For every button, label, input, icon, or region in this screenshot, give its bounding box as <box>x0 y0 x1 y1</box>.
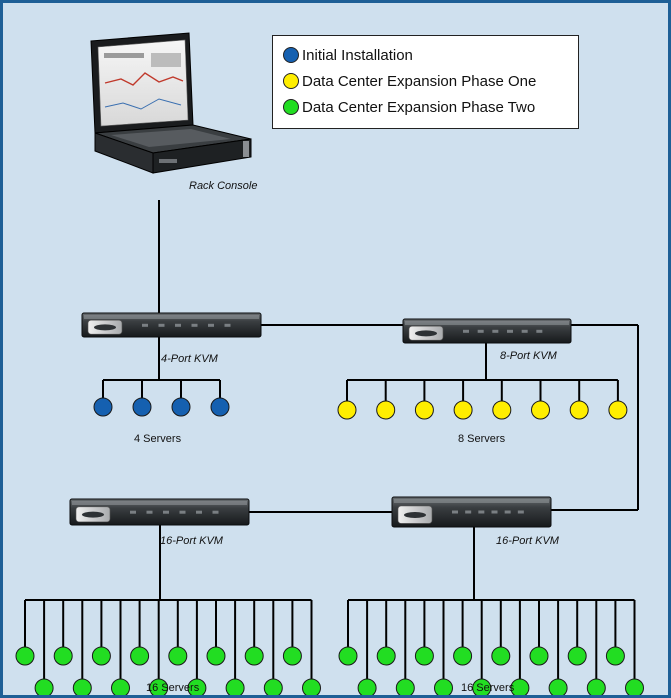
server-node <box>569 400 589 420</box>
server-node <box>15 646 35 666</box>
server-node <box>225 678 245 695</box>
kvm16a-label: 16-Port KVM <box>160 535 224 547</box>
server-node <box>282 646 302 666</box>
server-node <box>53 646 73 666</box>
server-node <box>608 400 628 420</box>
server-node <box>586 678 606 695</box>
server-node <box>130 646 150 666</box>
g16a-servers <box>15 646 321 695</box>
server-node <box>34 678 54 695</box>
server-node <box>605 646 625 666</box>
blue-circle-icon <box>283 47 299 63</box>
server-node <box>453 646 473 666</box>
server-node <box>395 678 415 695</box>
server-node <box>149 678 169 695</box>
kvm4-kvm-switch <box>81 312 262 338</box>
server-node <box>492 400 512 420</box>
server-node <box>548 678 568 695</box>
monitor-screen-icon <box>97 39 189 127</box>
server-node <box>529 646 549 666</box>
server-node <box>91 646 111 666</box>
connection-lines <box>24 200 639 688</box>
legend-label-phase-one: Data Center Expansion Phase One <box>302 72 537 90</box>
server-node <box>376 400 396 420</box>
server-node <box>171 397 191 417</box>
server-node <box>168 646 188 666</box>
server-node <box>414 400 434 420</box>
kvm4-label: 4-Port KVM <box>161 353 219 365</box>
legend-label-initial: Initial Installation <box>302 46 413 64</box>
g8-label: 8 Servers <box>458 433 506 445</box>
server-node <box>93 397 113 417</box>
g8-servers <box>337 400 628 420</box>
kvm8-label: 8-Port KVM <box>500 350 558 362</box>
server-node <box>567 646 587 666</box>
legend-item-phase-one: Data Center Expansion Phase One <box>283 68 578 94</box>
g16a-label: 16 Servers <box>146 682 200 694</box>
kvm-network-diagram: Rack Console 4-Port KVM 8-Port KVM 16-Port … <box>15 32 644 695</box>
server-node <box>434 678 453 695</box>
server-node <box>357 678 377 695</box>
server-node <box>453 400 473 420</box>
g4-servers <box>93 397 230 417</box>
server-node <box>510 678 530 695</box>
server-node <box>491 646 511 666</box>
server-node <box>111 678 130 695</box>
server-node <box>337 400 357 420</box>
server-node <box>302 678 321 695</box>
rack-console-icon <box>90 32 252 174</box>
legend: Initial Installation Data Center Expansi… <box>272 35 579 129</box>
kvm16b-label: 16-Port KVM <box>496 535 560 547</box>
g16b-label: 16 Servers <box>461 682 515 694</box>
kvm8-kvm-switch <box>402 318 572 344</box>
server-node <box>376 646 396 666</box>
server-node <box>531 400 550 420</box>
server-node <box>132 397 152 417</box>
server-node <box>206 646 226 666</box>
server-node <box>210 397 230 417</box>
server-node <box>625 678 644 695</box>
yellow-circle-icon <box>283 73 299 89</box>
server-node <box>472 678 492 695</box>
legend-item-phase-two: Data Center Expansion Phase Two <box>283 94 578 120</box>
legend-item-initial: Initial Installation <box>283 42 578 68</box>
g16b-servers <box>338 646 644 695</box>
server-node <box>414 646 434 666</box>
server-node <box>244 646 264 666</box>
green-circle-icon <box>283 99 299 115</box>
rack-console-label: Rack Console <box>189 180 257 192</box>
server-node <box>338 646 358 666</box>
server-node <box>72 678 92 695</box>
legend-label-phase-two: Data Center Expansion Phase Two <box>302 98 536 116</box>
server-node <box>187 678 207 695</box>
kvm16a-kvm-switch <box>69 498 250 526</box>
server-node <box>263 678 283 695</box>
kvm16b-kvm-switch <box>391 496 552 528</box>
g4-label: 4 Servers <box>134 433 182 445</box>
